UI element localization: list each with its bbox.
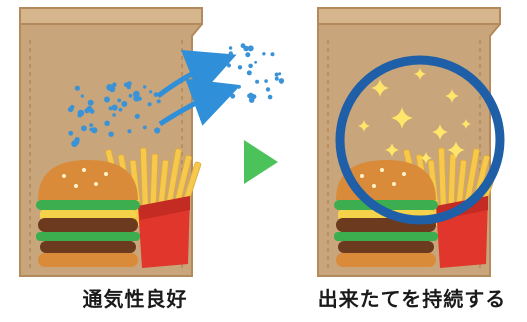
caption-right: 出来たてを持続する bbox=[317, 287, 507, 311]
caption-left: 通気性良好 bbox=[82, 287, 188, 311]
play-arrow-icon bbox=[244, 140, 278, 184]
sparkle-icon bbox=[358, 68, 471, 164]
escaping-particles-icon bbox=[226, 43, 285, 103]
left-hamburger-icon bbox=[36, 160, 140, 267]
air-particles-icon bbox=[67, 81, 161, 147]
left-french-fries-icon bbox=[105, 147, 202, 268]
airflow-arrow-icon bbox=[156, 49, 241, 127]
highlight-ring-icon bbox=[335, 55, 505, 225]
